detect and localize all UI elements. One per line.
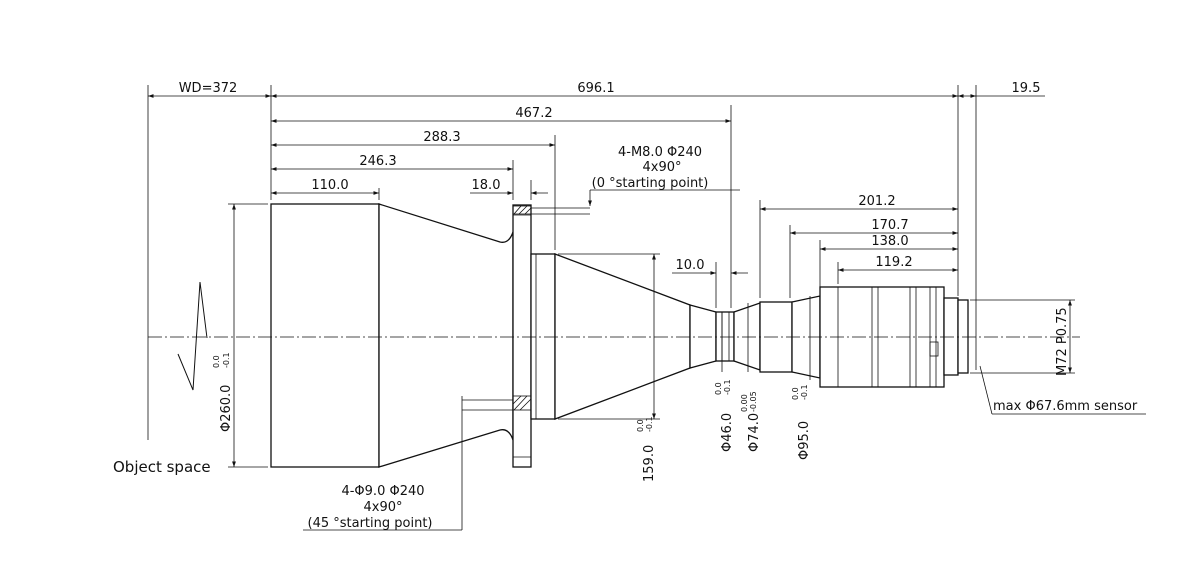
adapter-ring [530, 253, 556, 420]
object-space-label: Object space [113, 458, 211, 476]
dim-170-label: 170.7 [871, 218, 908, 233]
mounting-flange [512, 204, 532, 468]
bottom-holes-line3: (45 °starting point) [308, 516, 433, 531]
top-holes-line2: 4x90° [642, 160, 681, 175]
dim-total-label: 696.1 [577, 81, 614, 96]
dim-95-label: Φ95.0 [797, 421, 812, 460]
dim-74-label: Φ74.0 [747, 413, 762, 452]
break-line [177, 281, 208, 391]
dim-46-label: Φ46.0 [720, 413, 735, 452]
dim-m72-label: M72 P0.75 [1055, 307, 1070, 376]
top-hole-section [512, 205, 532, 215]
dim-467-label: 467.2 [515, 106, 552, 121]
dim-110-label: 110.0 [311, 178, 348, 193]
dim-159-tol-lower: -0.1 [645, 416, 654, 432]
top-hole-callout: 4-M8.0 Φ240 4x90° (0 °starting point) [531, 145, 740, 215]
bottom-holes-line2: 4x90° [363, 500, 402, 515]
dim-46-tol-upper: 0.0 [714, 382, 723, 395]
front-barrel [270, 203, 380, 468]
dim-159-label: 159.0 [642, 445, 657, 482]
dim-201-label: 201.2 [858, 194, 895, 209]
top-holes-line1: 4-M8.0 Φ240 [618, 145, 702, 160]
dim-74-tol-upper: 0.00 [740, 394, 749, 412]
dim-95-tol-lower: -0.1 [800, 384, 809, 400]
dim-flange-back-label: 19.5 [1012, 81, 1041, 96]
dim-138-label: 138.0 [871, 234, 908, 249]
bottom-holes-line1: 4-Φ9.0 Φ240 [341, 484, 424, 499]
sensor-label: max Φ67.6mm sensor [993, 399, 1138, 414]
dim-159-tol-upper: 0.0 [636, 419, 645, 432]
m72-mount [943, 297, 959, 376]
dim-246-label: 246.3 [359, 154, 396, 169]
dim-wd-label: WD=372 [179, 81, 238, 96]
horizontal-dimensions: WD=372 696.1 19.5 467.2 288.3 246.3 110.… [148, 81, 1045, 275]
bottom-hole-callout: 4-Φ9.0 Φ240 4x90° (45 °starting point) [303, 396, 513, 531]
dim-95-tol-upper: 0.0 [791, 387, 800, 400]
neck [689, 304, 717, 369]
front-cone [378, 203, 514, 468]
sensor-callout: max Φ67.6mm sensor [979, 365, 1146, 415]
dim-119-label: 119.2 [875, 255, 912, 270]
lens-body [270, 203, 969, 468]
dim-46-tol-lower: -0.1 [723, 379, 732, 395]
dim-18-label: 18.0 [472, 178, 501, 193]
dim-74-tol-lower: -0.05 [749, 391, 758, 412]
dim-10-label: 10.0 [676, 258, 705, 273]
rear-cone [554, 253, 691, 420]
top-holes-line3: (0 °starting point) [592, 176, 709, 191]
neck-flare [733, 302, 761, 371]
dim-260-label: Φ260.0 [219, 385, 234, 432]
mount-thread [957, 299, 969, 374]
vertical-dimensions: Φ260.0 0.0 -0.1 159.0 0.0 -0.1 Φ46.0 0.0… [212, 203, 1075, 482]
waist-46 [715, 311, 735, 362]
dim-260-tol-lower: -0.1 [222, 352, 231, 368]
dim-288-label: 288.3 [423, 130, 460, 145]
dim-260-tol-upper: 0.0 [212, 355, 221, 368]
extension-lines [147, 85, 977, 440]
